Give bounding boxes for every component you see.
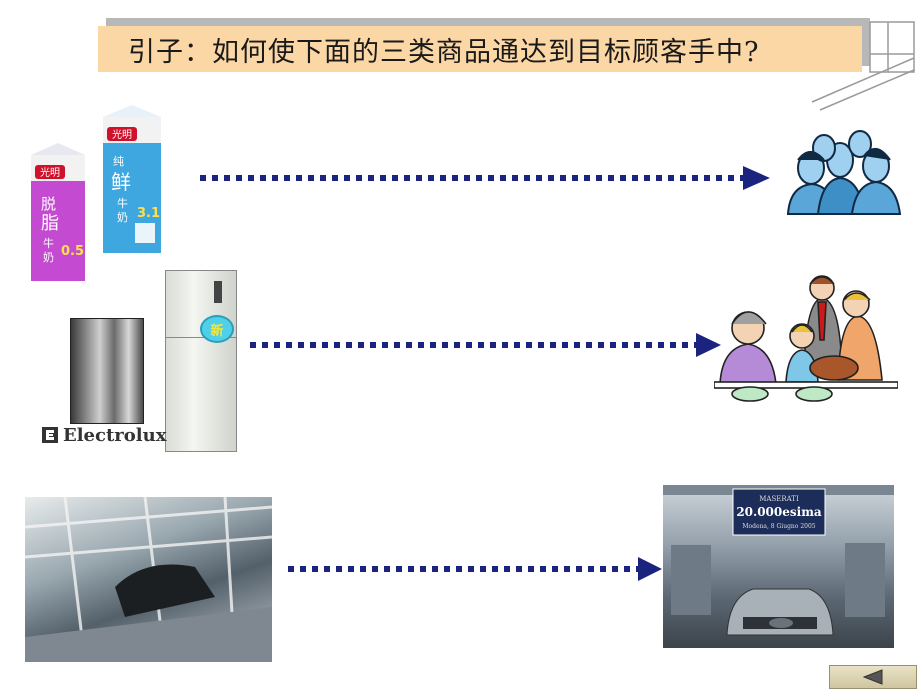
banner-date: Modena, 8 Giugno 2005 — [742, 523, 815, 530]
back-button[interactable] — [829, 665, 917, 689]
carton-right-brand: 光明 — [112, 128, 132, 141]
svg-text:纯: 纯 — [113, 155, 124, 168]
corner-decoration — [811, 21, 915, 111]
banner-brand: MASERATI — [759, 495, 799, 503]
carton-left-brand: 光明 — [40, 166, 60, 179]
svg-text:鲜: 鲜 — [111, 170, 131, 194]
electrolux-logo: Electrolux — [42, 425, 166, 446]
svg-text:脱: 脱 — [41, 195, 56, 213]
svg-text:脂: 脂 — [41, 213, 59, 234]
arrow-milk-to-customers — [200, 166, 770, 190]
electrolux-brand: Electrolux — [63, 425, 167, 446]
milk-carton-fresh: 光明 纯 鲜 牛 奶 3.1 — [103, 105, 161, 253]
milk-cartons: 光明 脱 脂 牛 奶 0.5 光明 纯 鲜 牛 奶 3.1 — [25, 105, 175, 285]
left-triangle-icon — [862, 669, 883, 685]
slide-title: 引子：如何使下面的三类商品通达到目标顾客手中? — [128, 36, 760, 68]
carton-left-fat: 0.5 — [61, 244, 84, 259]
maserati-celebration-photo: MASERATI 20.000esima Modena, 8 Giugno 20… — [663, 485, 894, 648]
banner-count: 20.000esima — [736, 505, 822, 519]
car-factory-photo — [25, 497, 272, 662]
arrow-factory-to-showroom — [288, 557, 662, 581]
svg-text:奶: 奶 — [117, 210, 128, 224]
fridge-dark — [70, 318, 144, 424]
fridge-sticker: 新 — [200, 315, 234, 343]
milk-carton-skim: 光明 脱 脂 牛 奶 0.5 — [31, 143, 85, 281]
electrolux-mark-icon — [42, 427, 58, 443]
customers-crowd-clipart — [786, 130, 902, 215]
title-banner: 引子：如何使下面的三类商品通达到目标顾客手中? — [98, 26, 862, 72]
fridge-white: 新 — [165, 270, 237, 452]
arrow-fridge-to-family — [250, 333, 721, 357]
family-dinner-clipart — [714, 275, 898, 402]
svg-text:奶: 奶 — [43, 250, 54, 264]
svg-text:牛: 牛 — [117, 196, 128, 210]
svg-text:牛: 牛 — [43, 236, 54, 250]
carton-right-fat: 3.1 — [137, 206, 160, 221]
